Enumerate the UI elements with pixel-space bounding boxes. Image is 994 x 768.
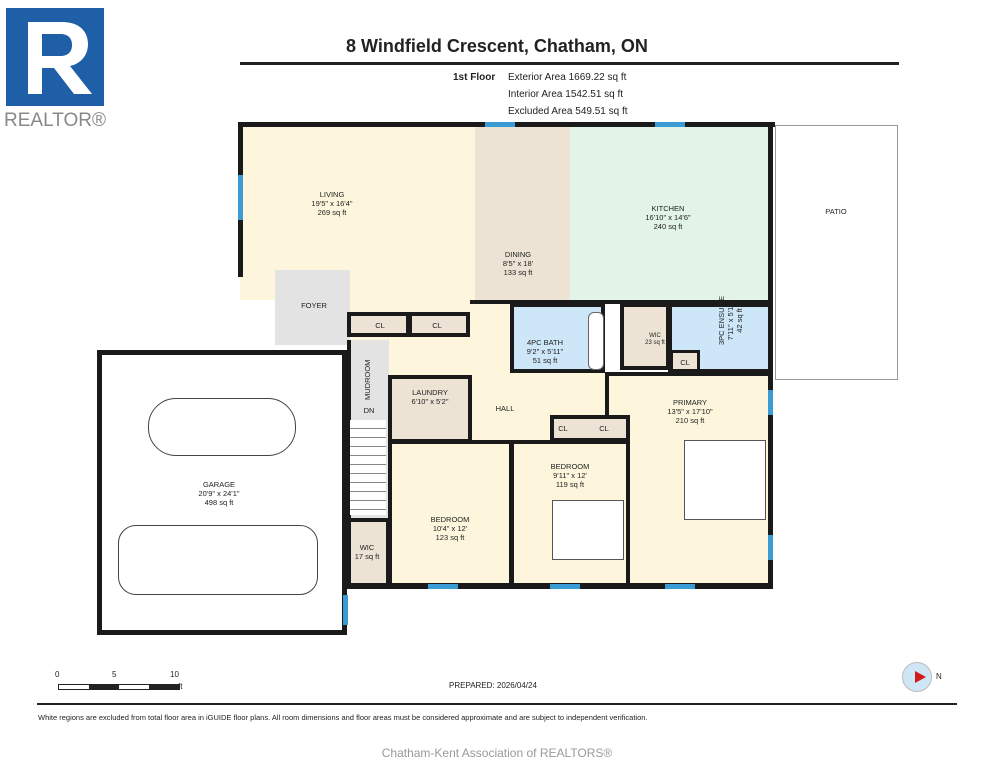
window	[655, 122, 685, 127]
patio[interactable]	[775, 125, 898, 380]
laundry-room[interactable]	[388, 375, 472, 443]
scale-bar	[58, 684, 180, 690]
hall-label: HALL	[495, 404, 515, 413]
wall	[470, 300, 770, 304]
footer-association: Chatham-Kent Association of REALTORS®	[381, 746, 613, 760]
scale-label-5: 5	[112, 670, 117, 679]
exterior-area: Exterior Area 1669.22 sq ft	[508, 72, 627, 83]
wall	[768, 122, 773, 587]
title-divider	[240, 62, 899, 65]
window	[665, 584, 695, 589]
excluded-area: Excluded Area 549.51 sq ft	[508, 106, 628, 117]
closet-label: CL	[599, 424, 609, 433]
bed-icon	[684, 440, 766, 520]
compass-north-label: N	[936, 672, 942, 681]
prepared-date: PREPARED: 2026/04/24	[449, 681, 537, 690]
realtor-wordmark: REALTOR®	[4, 110, 106, 131]
scale-unit: ft	[178, 682, 183, 691]
window	[343, 595, 348, 625]
floor-name: 1st Floor	[453, 72, 496, 83]
bathtub-icon	[588, 312, 604, 370]
stairs-down-label: DN	[363, 406, 375, 415]
car-icon	[148, 398, 296, 456]
window	[550, 584, 580, 589]
closet-label: CL	[680, 358, 690, 367]
truck-icon	[118, 525, 318, 595]
closet[interactable]	[670, 350, 700, 372]
window	[768, 390, 773, 415]
closet[interactable]	[550, 415, 630, 442]
bed-icon	[552, 500, 624, 560]
disclaimer: White regions are excluded from total fl…	[38, 713, 648, 722]
scale-label-10: 10	[170, 670, 179, 679]
window	[428, 584, 458, 589]
patio-label: PATIO	[825, 207, 847, 216]
bedroom-1[interactable]	[388, 440, 513, 587]
foyer-label: FOYER	[301, 301, 327, 310]
window	[485, 122, 515, 127]
foyer[interactable]	[275, 270, 350, 345]
scale-label-0: 0	[55, 670, 60, 679]
footer-divider	[37, 703, 957, 705]
interior-area: Interior Area 1542.51 sq ft	[508, 89, 624, 100]
mudroom-label: MUDROOM	[363, 359, 372, 400]
compass-icon	[902, 662, 932, 692]
realtor-logo[interactable]	[6, 8, 104, 106]
closet-label: CL	[375, 321, 385, 330]
window	[238, 175, 243, 220]
stairs[interactable]	[350, 420, 386, 515]
window	[768, 535, 773, 560]
closet[interactable]	[408, 312, 470, 337]
closet[interactable]	[347, 312, 410, 337]
page-title: 8 Windfield Crescent, Chatham, ON	[346, 36, 648, 56]
realtor-r-icon	[28, 22, 92, 94]
closet-label: CL	[558, 424, 568, 433]
closet-label: CL	[432, 321, 442, 330]
floor-areas: 1st Floor Exterior Area 1669.22 sq ft In…	[453, 69, 628, 120]
kitchen[interactable]	[570, 125, 772, 300]
